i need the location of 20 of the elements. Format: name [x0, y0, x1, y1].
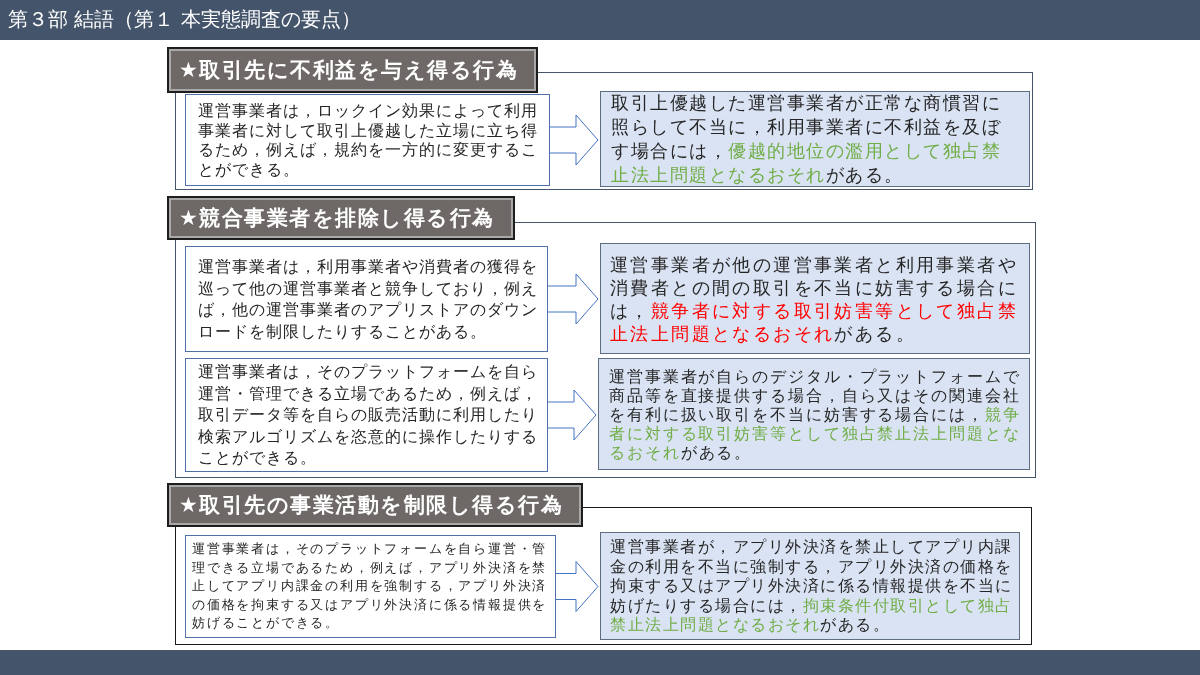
conclusion-text: 取引上優越した運営事業者が正常な商慣習に照らして不当に，利用事業者に不利益を及ぼす場合には，優越的地位の濫用として独占禁止法上問題となるおそれがある。	[611, 91, 1002, 187]
section-heading: ★取引先に不利益を与え得る行為	[167, 47, 539, 93]
description-text: 運営事業者は，そのプラットフォームを自ら運営・管理できる立場であるため，例えば，アプリ外決済を禁止してアプリ内課金の利用を強制する，アプリ外決済の価格を拘束する又はアプリ外決済に係る情報提供を妨げることができる。	[192, 540, 549, 633]
block-arrow	[547, 273, 599, 325]
assessment-box	[600, 243, 1030, 354]
description-text: 運営事業者は，そのプラットフォームを自ら運営・管理できる立場であるため，例えば，取引データ等を自らの販売活動に利用したり検索アルゴリズムを恣意的に操作したりすることができる。	[198, 361, 539, 469]
block-arrow	[555, 561, 599, 612]
section-heading: ★競合事業者を排除し得る行為	[167, 196, 515, 240]
description-text: 運営事業者は，ロックイン効果によって利用事業者に対して取引上優越した立場に立ち得るため，例えば，規約を一方的に変更することができる。	[198, 101, 539, 179]
fact-box	[185, 94, 550, 186]
description-text: 運営事業者は，利用事業者や消費者の獲得を巡って他の運営事業者と競争しており，例えば，他の運営事業者のアプリストアのダウンロードを制限したりすることがある。	[198, 256, 539, 342]
conclusion-text: 運営事業者が他の運営事業者と利用事業者や消費者との間の取引を不当に妨害する場合には，競争者に対する取引妨害等として独占禁止法上問題となるおそれがある。	[610, 252, 1019, 345]
page-title: 第３部 結語（第１ 本実態調査の要点）	[8, 6, 361, 33]
section-heading: ★取引先の事業活動を制限し得る行為	[167, 483, 584, 527]
conclusion-text: 運営事業者が，アプリ外決済を禁止してアプリ内課金の利用を不当に強制する，アプリ外決済の価格を拘束する又はアプリ外決済に係る情報提供を不当に妨げたりする場合には，拘束条件付取引として独占禁止法上問題となるおそれがある。	[610, 537, 1014, 635]
fact-box	[185, 246, 548, 352]
block-arrow	[549, 114, 599, 166]
block-arrow	[547, 389, 597, 441]
conclusion-text: 運営事業者が自らのデジタル・プラットフォームで商品等を直接提供する場合，自ら又はその関連会社を有利に扱い取引を不当に妨害する場合には，競争者に対する取引妨害等として独占禁止法上問題となるおそれがある。	[609, 366, 1022, 462]
assessment-box	[598, 358, 1030, 470]
